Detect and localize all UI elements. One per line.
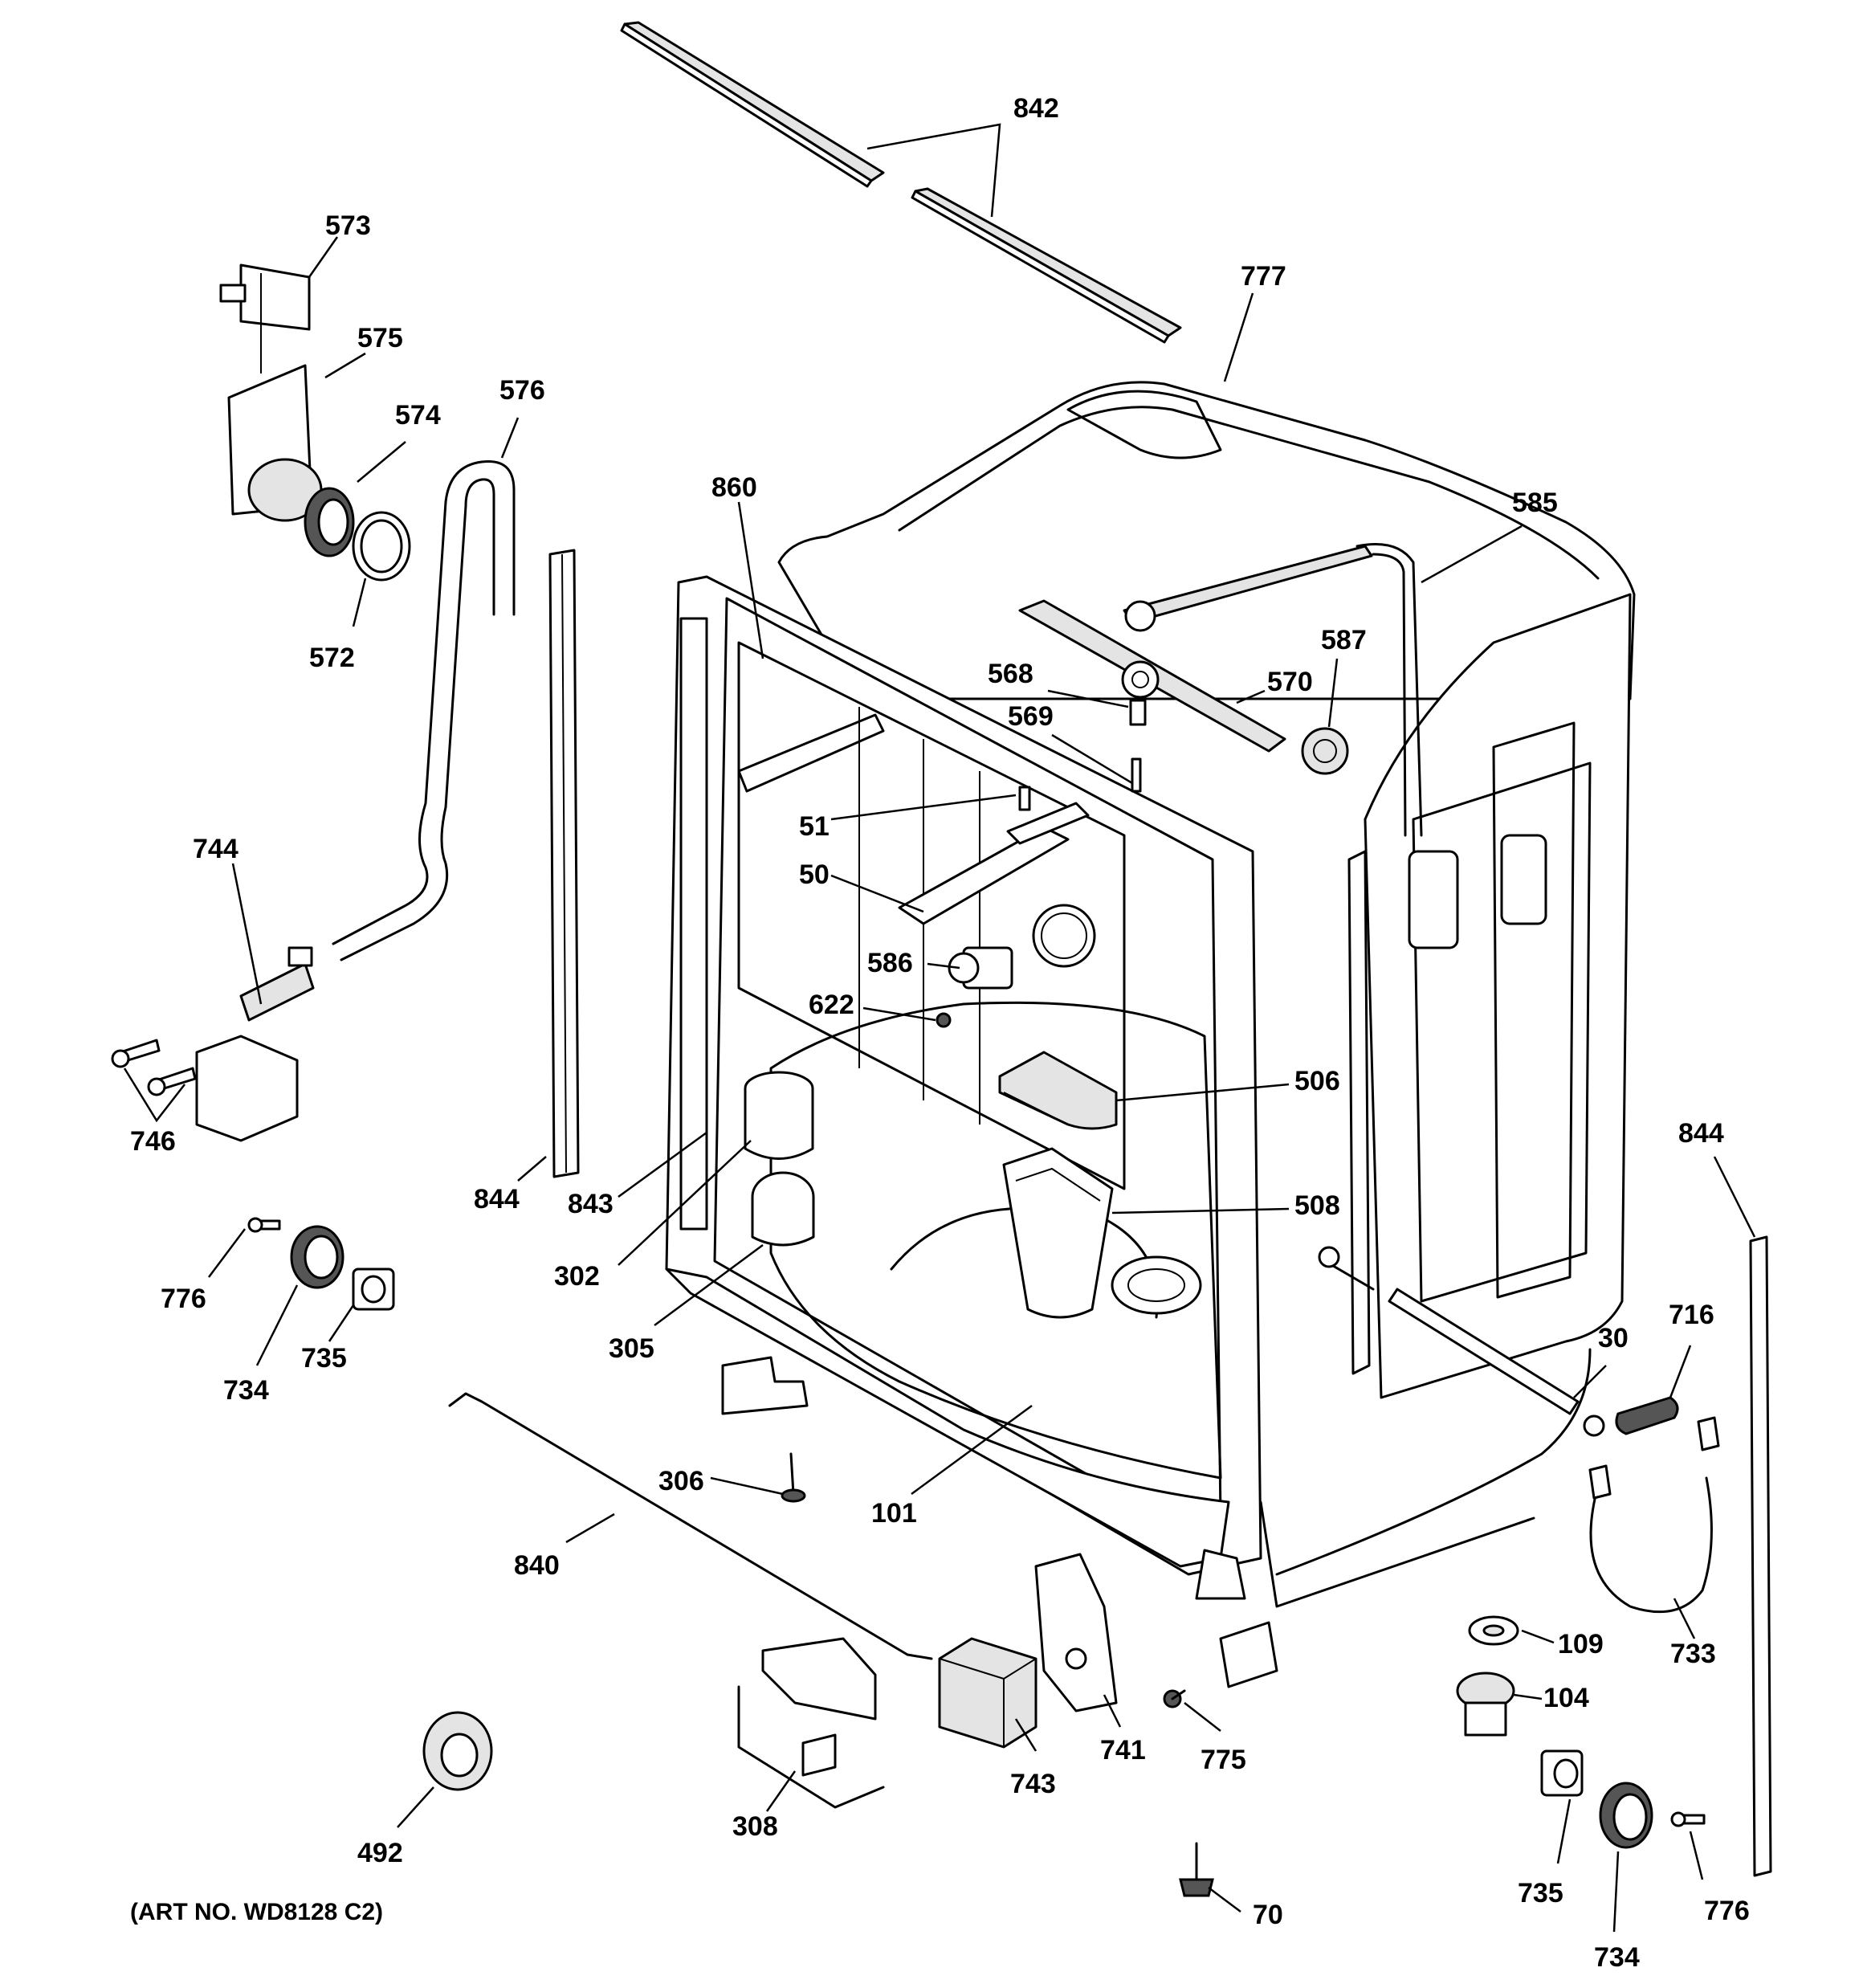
callout-587: 587 <box>1321 625 1367 655</box>
callout-735-left: 735 <box>301 1343 347 1374</box>
tub-assembly-777 <box>665 381 1636 1688</box>
callout-844-left: 844 <box>474 1184 520 1214</box>
spray-arm-570 <box>1018 545 1373 753</box>
callout-572: 572 <box>309 643 355 673</box>
callout-51: 51 <box>799 811 830 842</box>
callout-492: 492 <box>357 1838 403 1868</box>
callout-30: 30 <box>1598 1323 1629 1353</box>
screw-622 <box>936 1012 952 1028</box>
box-743 <box>938 1637 1037 1749</box>
pump-305 <box>751 1171 815 1247</box>
callout-508: 508 <box>1294 1190 1340 1221</box>
screw-51 <box>1018 786 1031 811</box>
callout-735-right: 735 <box>1518 1878 1563 1908</box>
part-574 <box>304 487 355 557</box>
bushing-735-right <box>1540 1749 1584 1797</box>
bearing-734-left <box>290 1225 344 1289</box>
pump-302 <box>744 1071 814 1160</box>
leg-70 <box>1179 1842 1214 1897</box>
bushing-735-left <box>352 1268 395 1311</box>
callout-104: 104 <box>1543 1683 1589 1713</box>
screws-746 <box>111 1039 197 1096</box>
callout-308: 308 <box>732 1811 778 1842</box>
callout-744: 744 <box>193 834 238 864</box>
pad-716 <box>1615 1396 1679 1435</box>
callout-734-right: 734 <box>1594 1942 1640 1973</box>
part-306 <box>781 1452 806 1503</box>
strip-844-left <box>548 549 580 1178</box>
top-rail-842 <box>620 21 1182 344</box>
callout-746: 746 <box>130 1126 176 1157</box>
callout-734-left: 734 <box>223 1375 269 1406</box>
bracket-308 <box>737 1637 885 1809</box>
callout-733: 733 <box>1670 1639 1716 1669</box>
leader-lines <box>123 123 1756 1933</box>
callout-568: 568 <box>988 659 1033 689</box>
nut-104 <box>1456 1672 1515 1737</box>
callout-305: 305 <box>609 1333 654 1364</box>
callout-743: 743 <box>1010 1769 1056 1799</box>
callout-302: 302 <box>554 1261 600 1292</box>
callout-622: 622 <box>809 990 854 1020</box>
cable-840 <box>448 1392 933 1660</box>
callout-840: 840 <box>514 1550 560 1581</box>
callout-573: 573 <box>325 210 371 241</box>
callout-101: 101 <box>871 1498 917 1529</box>
callout-574: 574 <box>395 400 441 431</box>
callout-844-right: 844 <box>1678 1118 1724 1149</box>
screw-776-right <box>1670 1811 1706 1827</box>
callout-575: 575 <box>357 323 403 353</box>
callout-306: 306 <box>658 1466 704 1496</box>
plate-741 <box>1034 1553 1118 1712</box>
callout-716: 716 <box>1669 1300 1714 1330</box>
callout-586: 586 <box>867 948 913 978</box>
bracket-50 <box>898 802 1090 925</box>
cable-733 <box>1588 1416 1720 1614</box>
basket-508 <box>1002 1147 1114 1319</box>
filter-506 <box>998 1051 1118 1130</box>
callout-labels: 842 573 777 575 576 574 860 585 572 587 … <box>130 93 1750 1973</box>
callout-50: 50 <box>799 859 830 890</box>
callout-776-right: 776 <box>1704 1896 1750 1926</box>
washer-109 <box>1468 1615 1519 1646</box>
callout-569: 569 <box>1008 701 1054 732</box>
o-ring-572 <box>352 511 411 582</box>
part-575 <box>227 364 323 522</box>
callout-776-left: 776 <box>161 1284 206 1314</box>
callout-570: 570 <box>1267 667 1313 697</box>
part-587 <box>1301 727 1349 775</box>
callout-741: 741 <box>1100 1735 1146 1766</box>
callout-842: 842 <box>1013 93 1059 124</box>
strip-844-right <box>1749 1235 1772 1877</box>
art-number: (ART NO. WD8128 C2) <box>130 1899 383 1925</box>
wheel-492 <box>422 1711 493 1791</box>
callout-585: 585 <box>1512 488 1558 518</box>
callout-70: 70 <box>1253 1900 1283 1930</box>
screw-775 <box>1163 1689 1186 1708</box>
part-573 <box>219 263 311 374</box>
callout-843: 843 <box>568 1189 614 1219</box>
bearing-734-right <box>1599 1782 1653 1849</box>
callout-860: 860 <box>711 472 757 503</box>
callout-775: 775 <box>1201 1745 1246 1775</box>
valve-586 <box>948 946 1013 990</box>
parts-small-568-569 <box>1129 699 1147 793</box>
screw-776-left <box>247 1217 281 1233</box>
callout-109: 109 <box>1558 1629 1604 1659</box>
valve-744 <box>195 946 315 1142</box>
callout-506: 506 <box>1294 1066 1340 1096</box>
hose-576 <box>332 459 516 961</box>
spray-tube-585 <box>1355 543 1423 837</box>
callout-576: 576 <box>499 375 545 406</box>
spring-30 <box>1318 1246 1605 1437</box>
callout-777: 777 <box>1241 261 1286 292</box>
